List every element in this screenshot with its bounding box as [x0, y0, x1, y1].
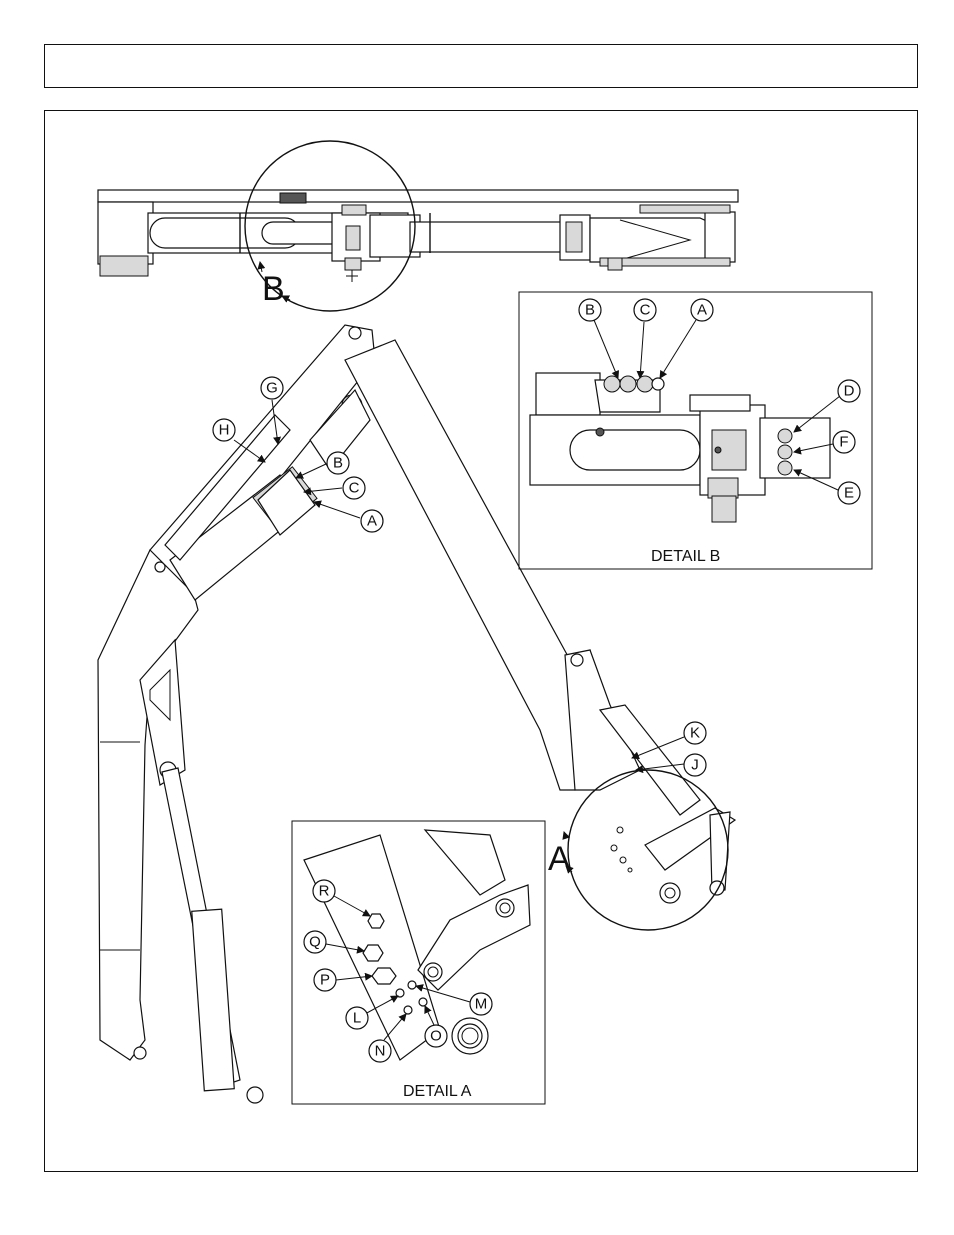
callout-k: K — [631, 721, 707, 760]
detail-a-circle — [567, 769, 729, 931]
svg-text:A: A — [367, 513, 377, 530]
svg-text:K: K — [690, 725, 700, 742]
svg-text:C: C — [349, 480, 360, 497]
drawing-frame — [44, 110, 918, 1172]
callout-n: N — [368, 1013, 407, 1063]
callout-m: M — [415, 984, 493, 1016]
detail-b-circle — [244, 140, 416, 312]
svg-text:J: J — [691, 757, 699, 774]
svg-text:Q: Q — [309, 934, 321, 951]
svg-text:O: O — [430, 1028, 442, 1045]
svg-text:B: B — [585, 302, 595, 319]
svg-text:G: G — [266, 380, 278, 397]
callout-p: P — [313, 968, 373, 992]
svg-text:H: H — [219, 422, 230, 439]
detail-b-box: DETAIL B — [518, 291, 873, 570]
svg-text:E: E — [844, 485, 854, 502]
callout-o: O — [424, 1005, 448, 1048]
detail-a-title: DETAIL A — [403, 1083, 472, 1100]
svg-text:N: N — [375, 1043, 386, 1060]
svg-text:D: D — [844, 383, 855, 400]
svg-text:C: C — [640, 302, 651, 319]
svg-text:B: B — [333, 455, 343, 472]
svg-text:R: R — [319, 883, 330, 900]
detail-a-marker: A — [548, 840, 571, 878]
callout-e-detail: E — [793, 469, 861, 505]
callout-a-main: A — [313, 500, 384, 533]
callout-c-main: C — [303, 476, 366, 500]
top-view-boom — [97, 189, 739, 282]
svg-text:P: P — [320, 972, 330, 989]
callout-a-detail: A — [659, 298, 714, 379]
callout-q: Q — [303, 930, 365, 954]
detail-a-box: DETAIL A — [291, 820, 546, 1105]
callout-c-detail: C — [633, 298, 657, 379]
callout-h: H — [212, 418, 266, 463]
callout-f-detail: F — [793, 430, 856, 455]
callout-g: G — [260, 376, 284, 445]
callout-l: L — [345, 995, 399, 1030]
svg-text:M: M — [475, 996, 488, 1013]
main-boom — [97, 324, 737, 1104]
svg-text:A: A — [697, 302, 707, 319]
callout-r: R — [312, 879, 371, 917]
svg-text:F: F — [839, 434, 848, 451]
header-box — [44, 44, 918, 88]
callout-b-detail: B — [578, 298, 620, 379]
callout-j: J — [635, 753, 707, 777]
detail-b-title: DETAIL B — [651, 548, 720, 565]
svg-text:L: L — [353, 1010, 361, 1027]
callout-d-detail: D — [793, 379, 861, 433]
detail-b-marker: B — [262, 270, 285, 308]
callout-b-main: B — [295, 451, 350, 479]
